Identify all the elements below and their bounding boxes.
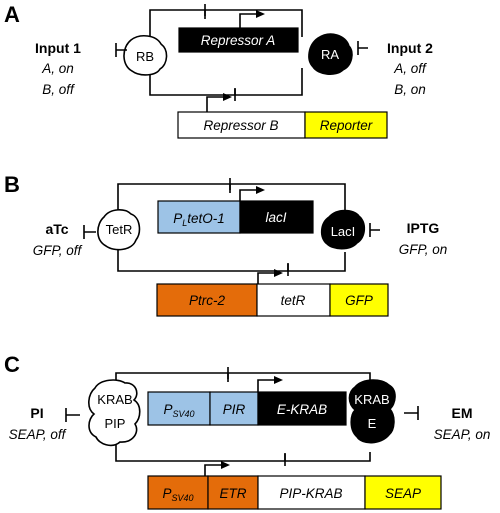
panel-a-bottom-wire (149, 68, 303, 96)
panel-b-laci-label: lacI (265, 210, 286, 225)
panel-b-ptrc-label: Ptrc-2 (189, 293, 225, 308)
panel-c-krab-e-label-1: KRAB (354, 392, 389, 407)
panel-c: C PSV40 PIR E-KRAB PSV40 ETR PIP-KRAB SE… (4, 352, 491, 510)
panel-a-reporter-gene (304, 111, 388, 139)
panel-b-tetr-protein (97, 209, 141, 251)
panel-c-top-promoter (257, 379, 276, 392)
panel-b-top-promoter-arrowhead (256, 186, 265, 194)
panel-a-input1-state1: A, on (41, 61, 74, 76)
panel-b-iptg-inhibition (369, 223, 380, 237)
panel-b-gfp-label: GFP (345, 293, 373, 308)
panel-a-input2-state1: A, off (393, 61, 427, 76)
panel-c-pir-element (209, 391, 259, 426)
panel-c-psv40-bottom (147, 475, 209, 510)
panel-a-input2-inhibition (357, 41, 368, 55)
panel-c-top-promoter-arrowhead (274, 376, 283, 384)
panel-a-input1-state2: B, off (42, 82, 75, 97)
panel-b-laci-protein-label: LacI (331, 224, 356, 239)
panel-a-top-promoter (239, 13, 258, 28)
panel-a-reporter-label: Reporter (320, 118, 373, 133)
panel-a-input2-state2: B, on (394, 82, 426, 97)
panel-c-bottom-wire (115, 437, 371, 462)
panel-a-label: A (4, 2, 20, 27)
panel-b-laci-protein (320, 209, 366, 250)
panel-a-repressor-a-label: Repressor A (201, 33, 276, 48)
panel-b-atc-inhibition (83, 225, 96, 239)
panel-a-input1-name: Input 1 (35, 40, 81, 56)
panel-b-iptg-name: IPTG (407, 220, 440, 236)
panel-a-top-promoter-arrowhead (256, 10, 265, 18)
panel-a-input2-name: Input 2 (387, 40, 433, 56)
panel-c-seap-label: SEAP (385, 486, 421, 501)
panel-b-bottom-wire (117, 247, 346, 272)
panel-c-psv40-bottom-label: PSV40 (162, 486, 193, 503)
panel-b-label: B (4, 172, 20, 197)
panel-c-pip-krab-gene (257, 475, 366, 510)
panel-c-bottom-promoter-arrowhead (221, 461, 230, 469)
panel-b-pltet-label: PLtetO-1 (173, 211, 225, 228)
panel-b-atc-state: GFP, off (33, 243, 83, 258)
panel-b-ptrc-promoter (156, 283, 258, 317)
panel-c-pip-krab-label: PIP-KRAB (279, 486, 342, 501)
panel-c-krab-pip-label-2: PIP (105, 416, 126, 431)
panel-a-repressor-b-label: Repressor B (203, 118, 278, 133)
panel-c-krab-e-protein (348, 379, 396, 444)
panel-b-atc-name: aTc (45, 221, 68, 237)
panel-c-e-krab-label: E-KRAB (277, 402, 327, 417)
panel-a-bottom-promoter-arrowhead (223, 93, 232, 101)
panel-c-krab-e-label-2: E (368, 416, 377, 431)
panel-c-psv40-top-label: PSV40 (163, 402, 194, 419)
panel-a: A Repressor A Repressor B Reporter RB RA… (4, 2, 433, 139)
panel-c-bottom-promoter (204, 464, 223, 476)
panel-a-bottom-promoter (206, 96, 225, 112)
panel-c-etr-label: ETR (220, 486, 247, 501)
panel-a-repressor-a-gene (178, 27, 299, 53)
panel-c-pir-label: PIR (223, 402, 246, 417)
panel-b-pltet-promoter (157, 200, 241, 234)
panel-b-iptg-state: GFP, on (399, 242, 448, 257)
panel-a-rb-label: RB (136, 49, 154, 64)
panel-c-krab-pip-label-1: KRAB (97, 392, 132, 407)
panel-a-repressor-a-protein (308, 33, 353, 75)
panel-b-tetr-protein-label: TetR (106, 222, 133, 237)
panel-c-pi-state: SEAP, off (9, 427, 67, 442)
panel-c-pi-inhibition (65, 408, 80, 422)
panel-c-krab-pip-protein (88, 379, 141, 447)
panel-c-em-name: EM (452, 405, 473, 421)
panel-b: B PLtetO-1 lacI Ptrc-2 tetR GFP TetR Lac… (4, 172, 448, 317)
panel-b-tetr-label: tetR (281, 293, 306, 308)
panel-a-ra-label: RA (321, 47, 339, 62)
panel-c-pi-name: PI (30, 405, 43, 421)
panel-c-em-state: SEAP, on (434, 427, 491, 442)
panel-b-bottom-promoter-arrowhead (274, 269, 283, 277)
panel-b-tetr-gene (256, 283, 331, 317)
panel-b-laci-gene (239, 200, 314, 234)
panel-b-bottom-promoter (257, 272, 276, 284)
panel-a-repressor-b-protein (123, 35, 168, 76)
panel-a-input1-inhibition (115, 43, 127, 57)
panel-b-gfp-gene (329, 283, 389, 317)
panel-c-em-inhibition (404, 406, 419, 420)
panel-c-top-wire (115, 372, 371, 386)
panel-b-top-promoter (239, 189, 258, 201)
panel-c-seap-gene (364, 475, 442, 510)
panel-c-label: C (4, 352, 20, 377)
panel-c-e-krab-gene (257, 391, 347, 426)
